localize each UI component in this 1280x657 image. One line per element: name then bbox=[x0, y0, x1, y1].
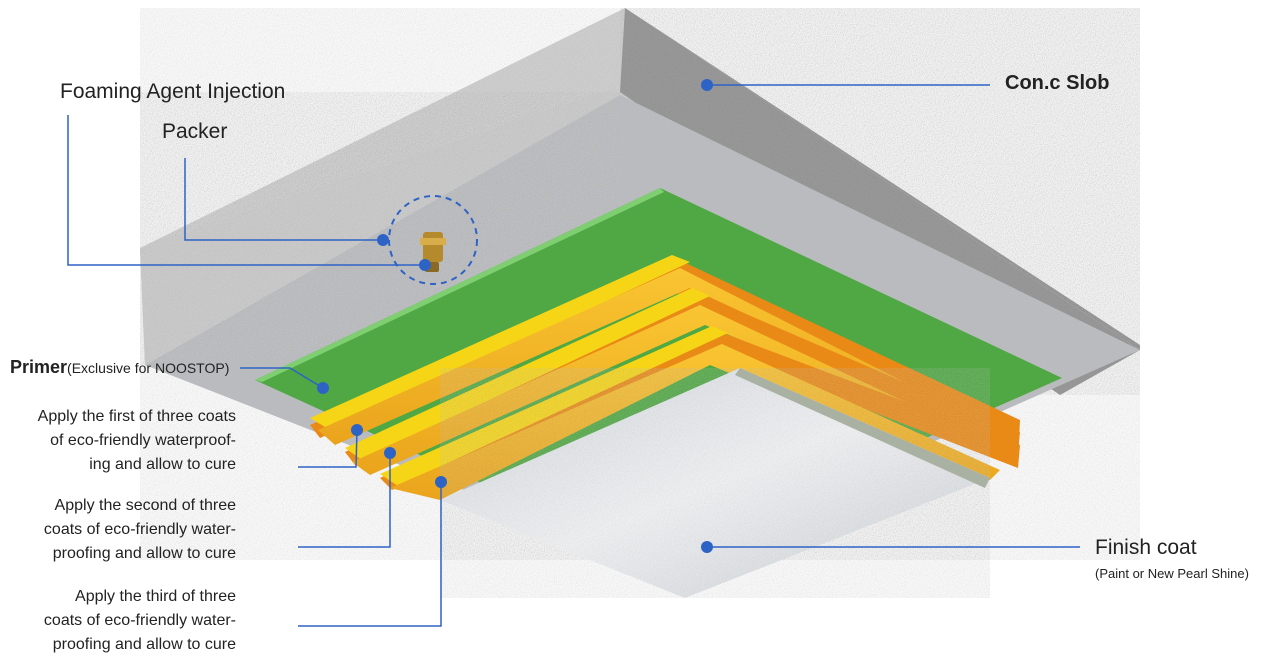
label-packer: Packer bbox=[162, 120, 228, 143]
label-coat1: Apply the first of three coats of eco-fr… bbox=[0, 405, 236, 477]
coat1-edge bbox=[310, 258, 1020, 462]
label-coat3: Apply the third of three coats of eco-fr… bbox=[0, 585, 236, 657]
coat2-edge bbox=[345, 292, 1020, 465]
coat3-line1: Apply the third of three bbox=[75, 588, 236, 605]
packer-icon bbox=[388, 195, 478, 285]
label-coat2: Apply the second of three coats of eco-f… bbox=[0, 494, 236, 566]
label-conc-slab: Con.c Slob bbox=[1005, 72, 1110, 94]
primer-title: Primer bbox=[10, 357, 68, 377]
leader-coat3 bbox=[298, 482, 442, 627]
coat2-line3: proofing and allow to cure bbox=[52, 545, 236, 562]
leader-dots bbox=[317, 79, 713, 553]
coat1-line2: of eco-friendly waterproof- bbox=[50, 432, 236, 449]
coat3-layer bbox=[390, 344, 1000, 500]
label-foaming-agent-injection: Foaming Agent Injection bbox=[60, 80, 286, 103]
coat1-line3: ing and allow to cure bbox=[89, 456, 236, 473]
leader-coat2 bbox=[298, 453, 391, 548]
label-finish-coat: Finish coat bbox=[1095, 536, 1197, 559]
coat3-line3: proofing and allow to cure bbox=[52, 636, 236, 653]
leader-lines bbox=[67, 84, 1080, 627]
leader-packer bbox=[184, 158, 383, 241]
leader-foaming-agent bbox=[67, 115, 425, 266]
coat2-line2: coats of eco-friendly water- bbox=[43, 521, 236, 538]
leader-primer bbox=[240, 367, 324, 389]
coat1-line1: Apply the first of three coats bbox=[37, 408, 236, 425]
coat3-edge bbox=[380, 330, 1020, 490]
primer-note: (Exclusive for NOOSTOP) bbox=[67, 360, 230, 376]
label-primer: Primer(Exclusive for NOOSTOP) bbox=[10, 357, 229, 378]
label-finish-note: (Paint or New Pearl Shine) bbox=[1095, 566, 1249, 581]
leader-coat1 bbox=[298, 429, 358, 468]
coat-layers bbox=[310, 255, 1020, 500]
packer-highlight-circle bbox=[388, 195, 478, 285]
coat3-line2: coats of eco-friendly water- bbox=[43, 612, 236, 629]
coat2-line1: Apply the second of three bbox=[54, 497, 236, 514]
